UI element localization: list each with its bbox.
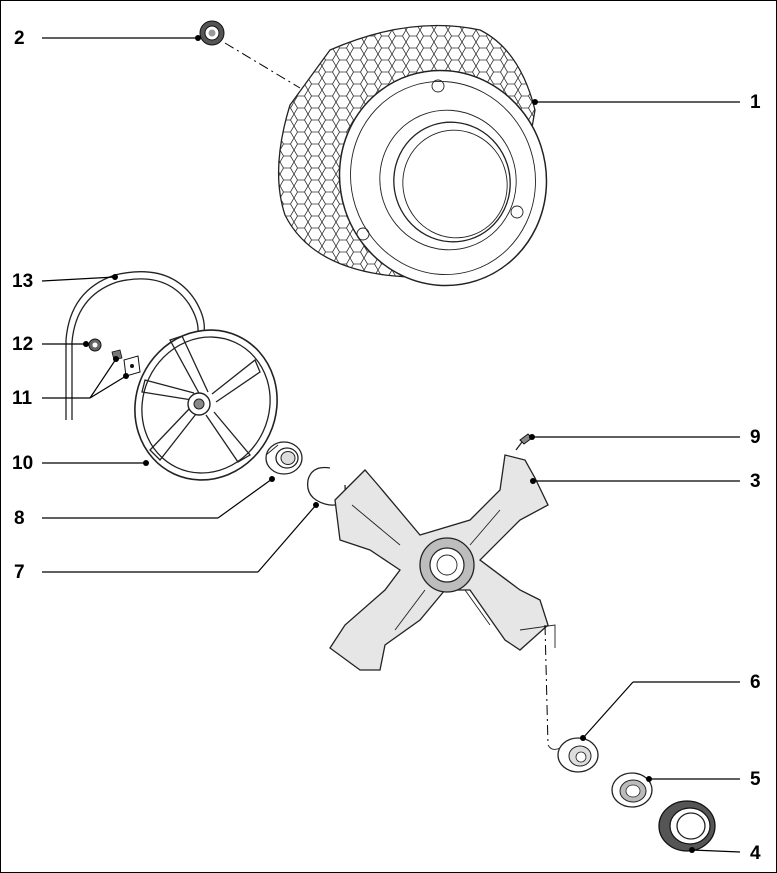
callout-7: 7 — [14, 562, 25, 583]
spider-arm — [329, 454, 556, 671]
callout-5: 5 — [750, 769, 761, 790]
callout-9: 9 — [750, 427, 761, 448]
nut — [88, 338, 102, 352]
callout-3: 3 — [750, 471, 761, 492]
callout-13: 13 — [12, 271, 34, 292]
callout-6: 6 — [750, 672, 761, 693]
callout-10: 10 — [12, 453, 34, 474]
outer-seal — [658, 800, 716, 852]
callout-2: 2 — [14, 28, 25, 49]
leader-dots — [83, 35, 695, 853]
bolt — [111, 349, 141, 377]
callout-12: 12 — [12, 334, 34, 355]
outer-bearing — [611, 772, 653, 808]
belt — [65, 271, 205, 420]
drum — [277, 24, 548, 287]
pulley — [134, 329, 278, 481]
leader-lines — [41, 37, 741, 853]
bearing — [265, 441, 303, 475]
callout-1: 1 — [750, 92, 761, 113]
callout-4: 4 — [750, 843, 761, 864]
inner-bearing — [557, 737, 599, 773]
seal-ring — [199, 20, 301, 89]
callout-11: 11 — [12, 388, 33, 409]
callout-8: 8 — [14, 508, 25, 529]
